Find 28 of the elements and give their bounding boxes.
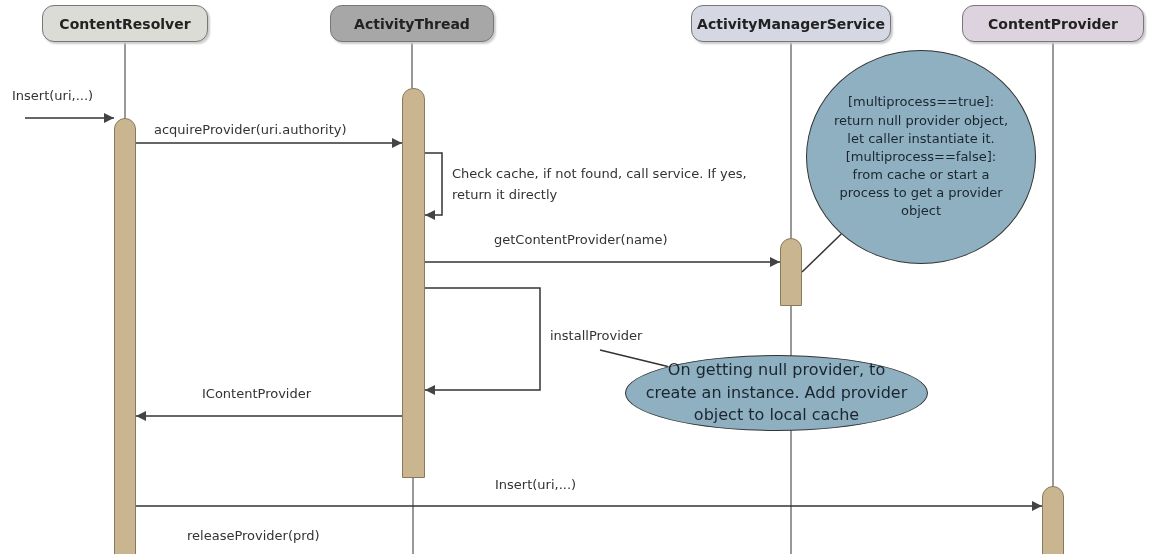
message-label: installProvider <box>548 328 645 343</box>
note-text: On getting null provider, to create an instance. Add provider object to local cache <box>644 359 909 427</box>
lifeline-header: ContentResolver <box>42 5 208 42</box>
lifeline-header: ActivityThread <box>330 5 494 42</box>
leader-line <box>599 349 669 368</box>
message-label: Check cache, if not found, call service. If yes, return it directly <box>451 165 748 204</box>
message-arrow <box>135 138 403 148</box>
lifeline <box>124 41 126 119</box>
message-arrow <box>424 287 541 395</box>
lifeline <box>1052 41 1054 487</box>
note-text: [multiprocess==true]: return null provider object, let caller instantiate it. [multiprocess==false]: from cache or start a process to get a provider object <box>833 93 1009 221</box>
message-arrow <box>135 501 1043 511</box>
activation-bar <box>780 238 802 306</box>
message-arrow <box>424 152 443 220</box>
lifeline-header: ActivityManagerService <box>691 5 891 42</box>
activation-bar <box>114 118 136 554</box>
message-label: releaseProvider(prd) <box>185 528 322 543</box>
message-arrow <box>135 411 403 421</box>
message-arrow <box>24 113 115 123</box>
lifeline <box>411 41 413 89</box>
message-arrow <box>424 257 781 267</box>
leader-line <box>801 233 842 273</box>
lifeline-header: ContentProvider <box>962 5 1144 42</box>
message-label: IContentProvider <box>200 386 314 401</box>
message-label: getContentProvider(name) <box>492 232 670 247</box>
activation-bar <box>402 88 425 478</box>
lifeline <box>790 41 792 239</box>
message-label: acquireProvider(uri.authority) <box>152 122 349 137</box>
